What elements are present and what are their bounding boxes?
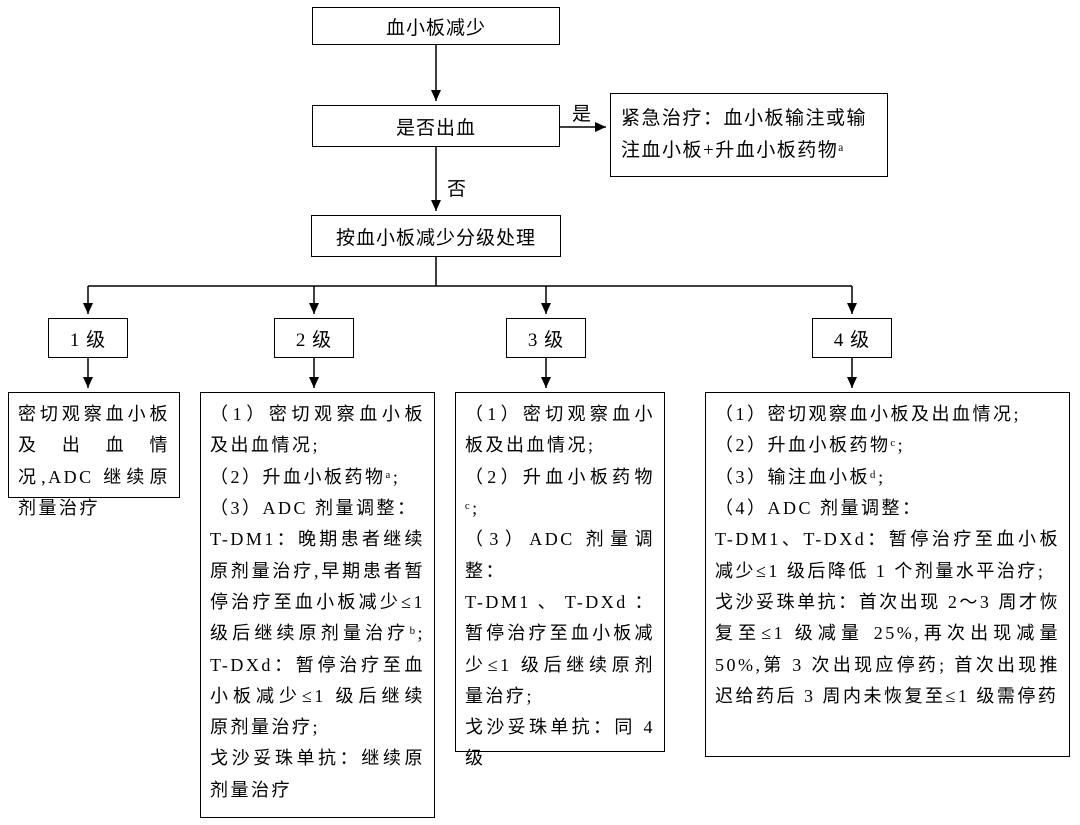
- grading-node: 按血小板减少分级处理: [311, 215, 561, 257]
- grade-2-node: 2 级: [274, 318, 354, 358]
- grade-4-detail-node: （1）密切观察血小板及出血情况; （2）升血小板药物ᶜ; （3）输注血小板ᵈ; …: [705, 392, 1070, 757]
- grade-3-detail-node: （1）密切观察血小板及出血情况; （2）升血小板药物ᶜ; （3）ADC 剂量调整…: [455, 392, 665, 768]
- start-node: 血小板减少: [312, 7, 560, 45]
- grade-2-detail-node: （1）密切观察血小板及出血情况; （2）升血小板药物ᵃ; （3）ADC 剂量调整…: [200, 392, 435, 818]
- yes-label: 是: [572, 104, 592, 125]
- grade-4-node: 4 级: [812, 318, 892, 358]
- no-label: 否: [447, 179, 467, 200]
- bleeding-decision-node: 是否出血: [312, 105, 560, 147]
- grade-1-detail-node: 密切观察血小板及出血情况,ADC 继续原剂量治疗: [8, 392, 180, 518]
- emergency-treatment-node: 紧急治疗：血小板输注或输注血小板+升血小板药物ᵃ: [610, 93, 888, 177]
- grade-1-node: 1 级: [48, 318, 128, 358]
- grade-3-node: 3 级: [506, 318, 586, 358]
